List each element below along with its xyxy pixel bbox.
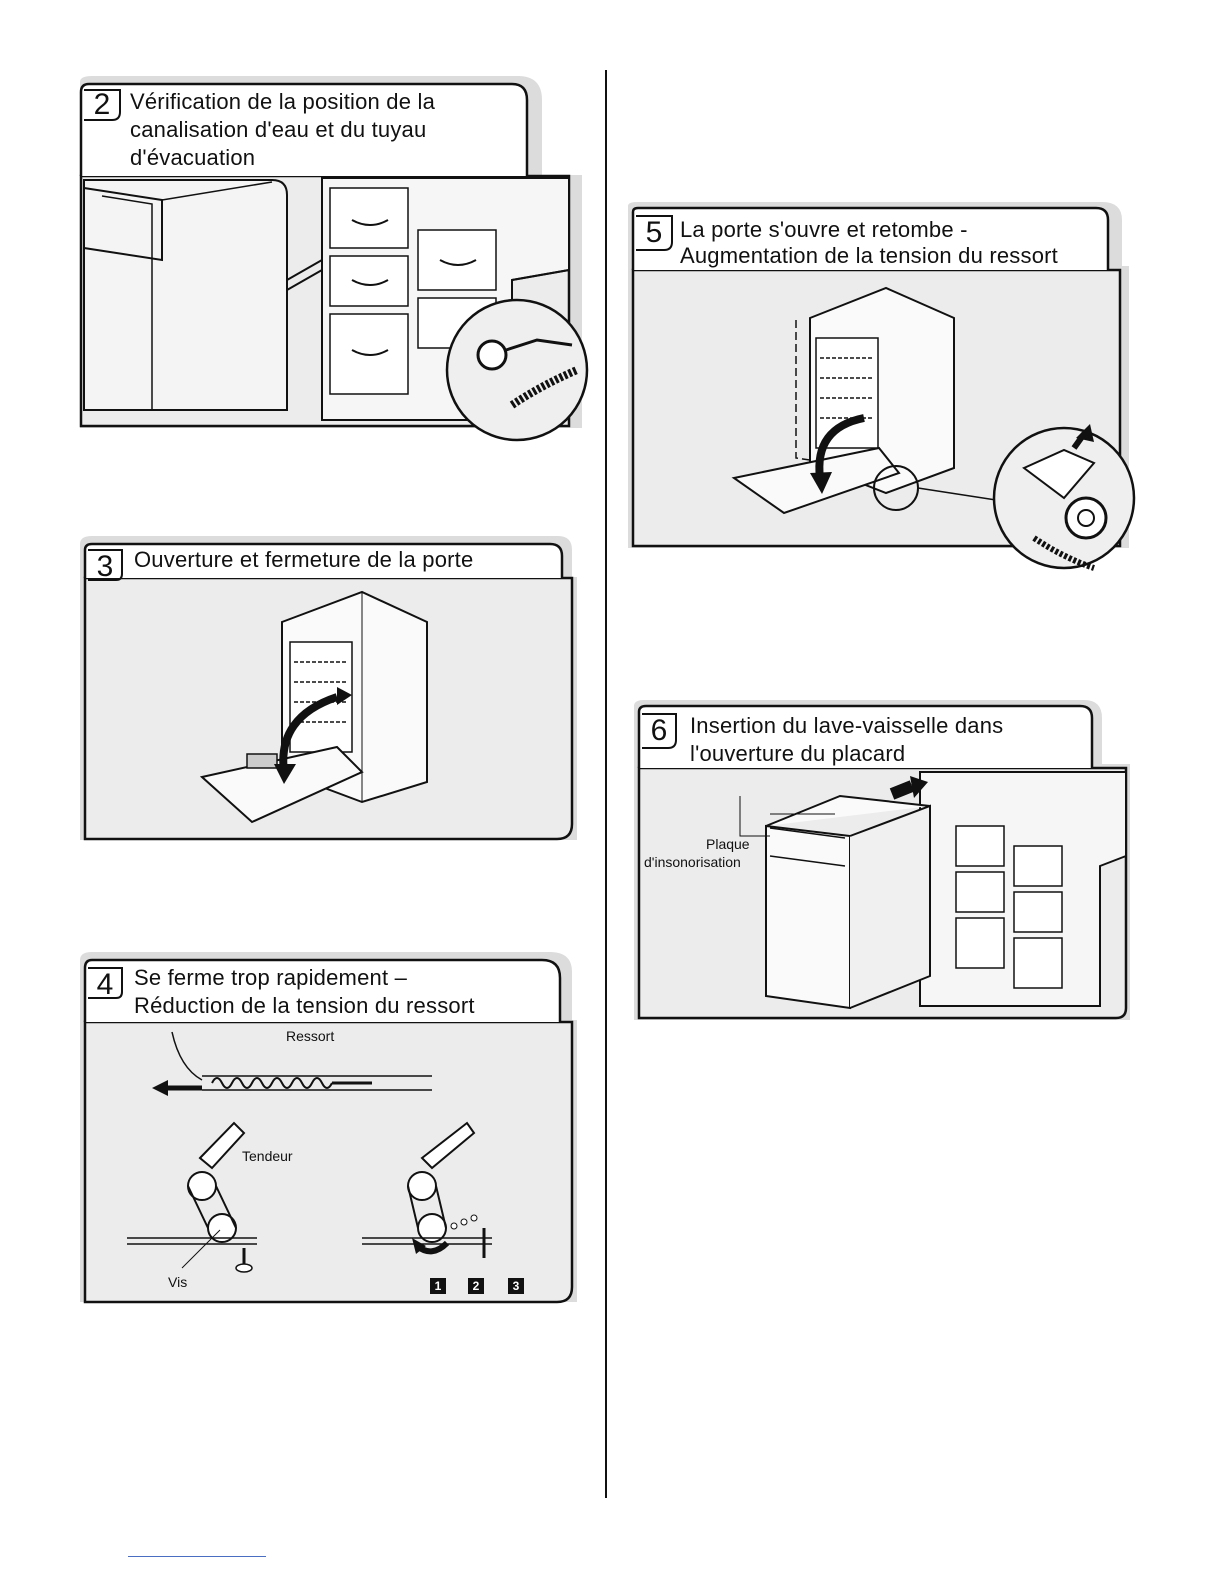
step-4-title-line-1: Se ferme trop rapidement – [134,965,408,990]
footer-rule [128,1556,266,1557]
step-5-title-line-2: Augmentation de la tension du ressort [680,243,1058,268]
step-4-panel: 4 Se ferme trop rapidement – Réduction d… [72,948,592,1308]
screw-label: Vis [168,1274,188,1290]
step-6-panel: 6 Insertion du lave-vaisselle dans l'ouv… [630,696,1144,1028]
step-3-number: 3 [96,550,114,583]
step-5-panel: 5 La porte s'ouvre et retombe - Augmenta… [624,198,1144,571]
step-5-frame [628,202,1136,571]
step-3-title: Ouverture et fermeture de la porte [134,547,474,572]
step-2-number: 2 [93,88,111,121]
spring-label: Ressort [286,1028,335,1044]
step-2-title-line-2: canalisation d'eau et du tuyau [130,117,427,142]
step-6-number: 6 [650,714,668,747]
step-4-frame [80,952,577,1304]
step-3-panel: 3 Ouverture et fermeture de la porte [72,532,592,848]
step-4-title-line-2: Réduction de la tension du ressort [134,993,475,1018]
step-2-panel: 2 Vérification de la position de la cana… [72,70,592,442]
position-badge-1: 1 [430,1278,446,1294]
step-6-title-line-1: Insertion du lave-vaisselle dans [690,713,1004,738]
plate-label-line-2: d'insonorisation [644,854,741,870]
step-2-title-line-3: d'évacuation [130,145,256,170]
column-divider [605,70,607,1498]
step-2-title-line-1: Vérification de la position de la [130,89,436,114]
step-6-frame [634,700,1130,1020]
step-3-frame [80,536,577,841]
tensioner-label: Tendeur [242,1148,293,1164]
position-badge-3: 3 [508,1278,524,1294]
step-6-title-line-2: l'ouverture du placard [690,741,906,766]
step-5-number: 5 [645,216,663,249]
step-2-frame [79,76,589,442]
position-badge-2: 2 [468,1278,484,1294]
plate-label-line-1: Plaque [706,836,750,852]
step-4-number: 4 [96,968,114,1001]
step-5-title-line-1: La porte s'ouvre et retombe - [680,217,968,242]
